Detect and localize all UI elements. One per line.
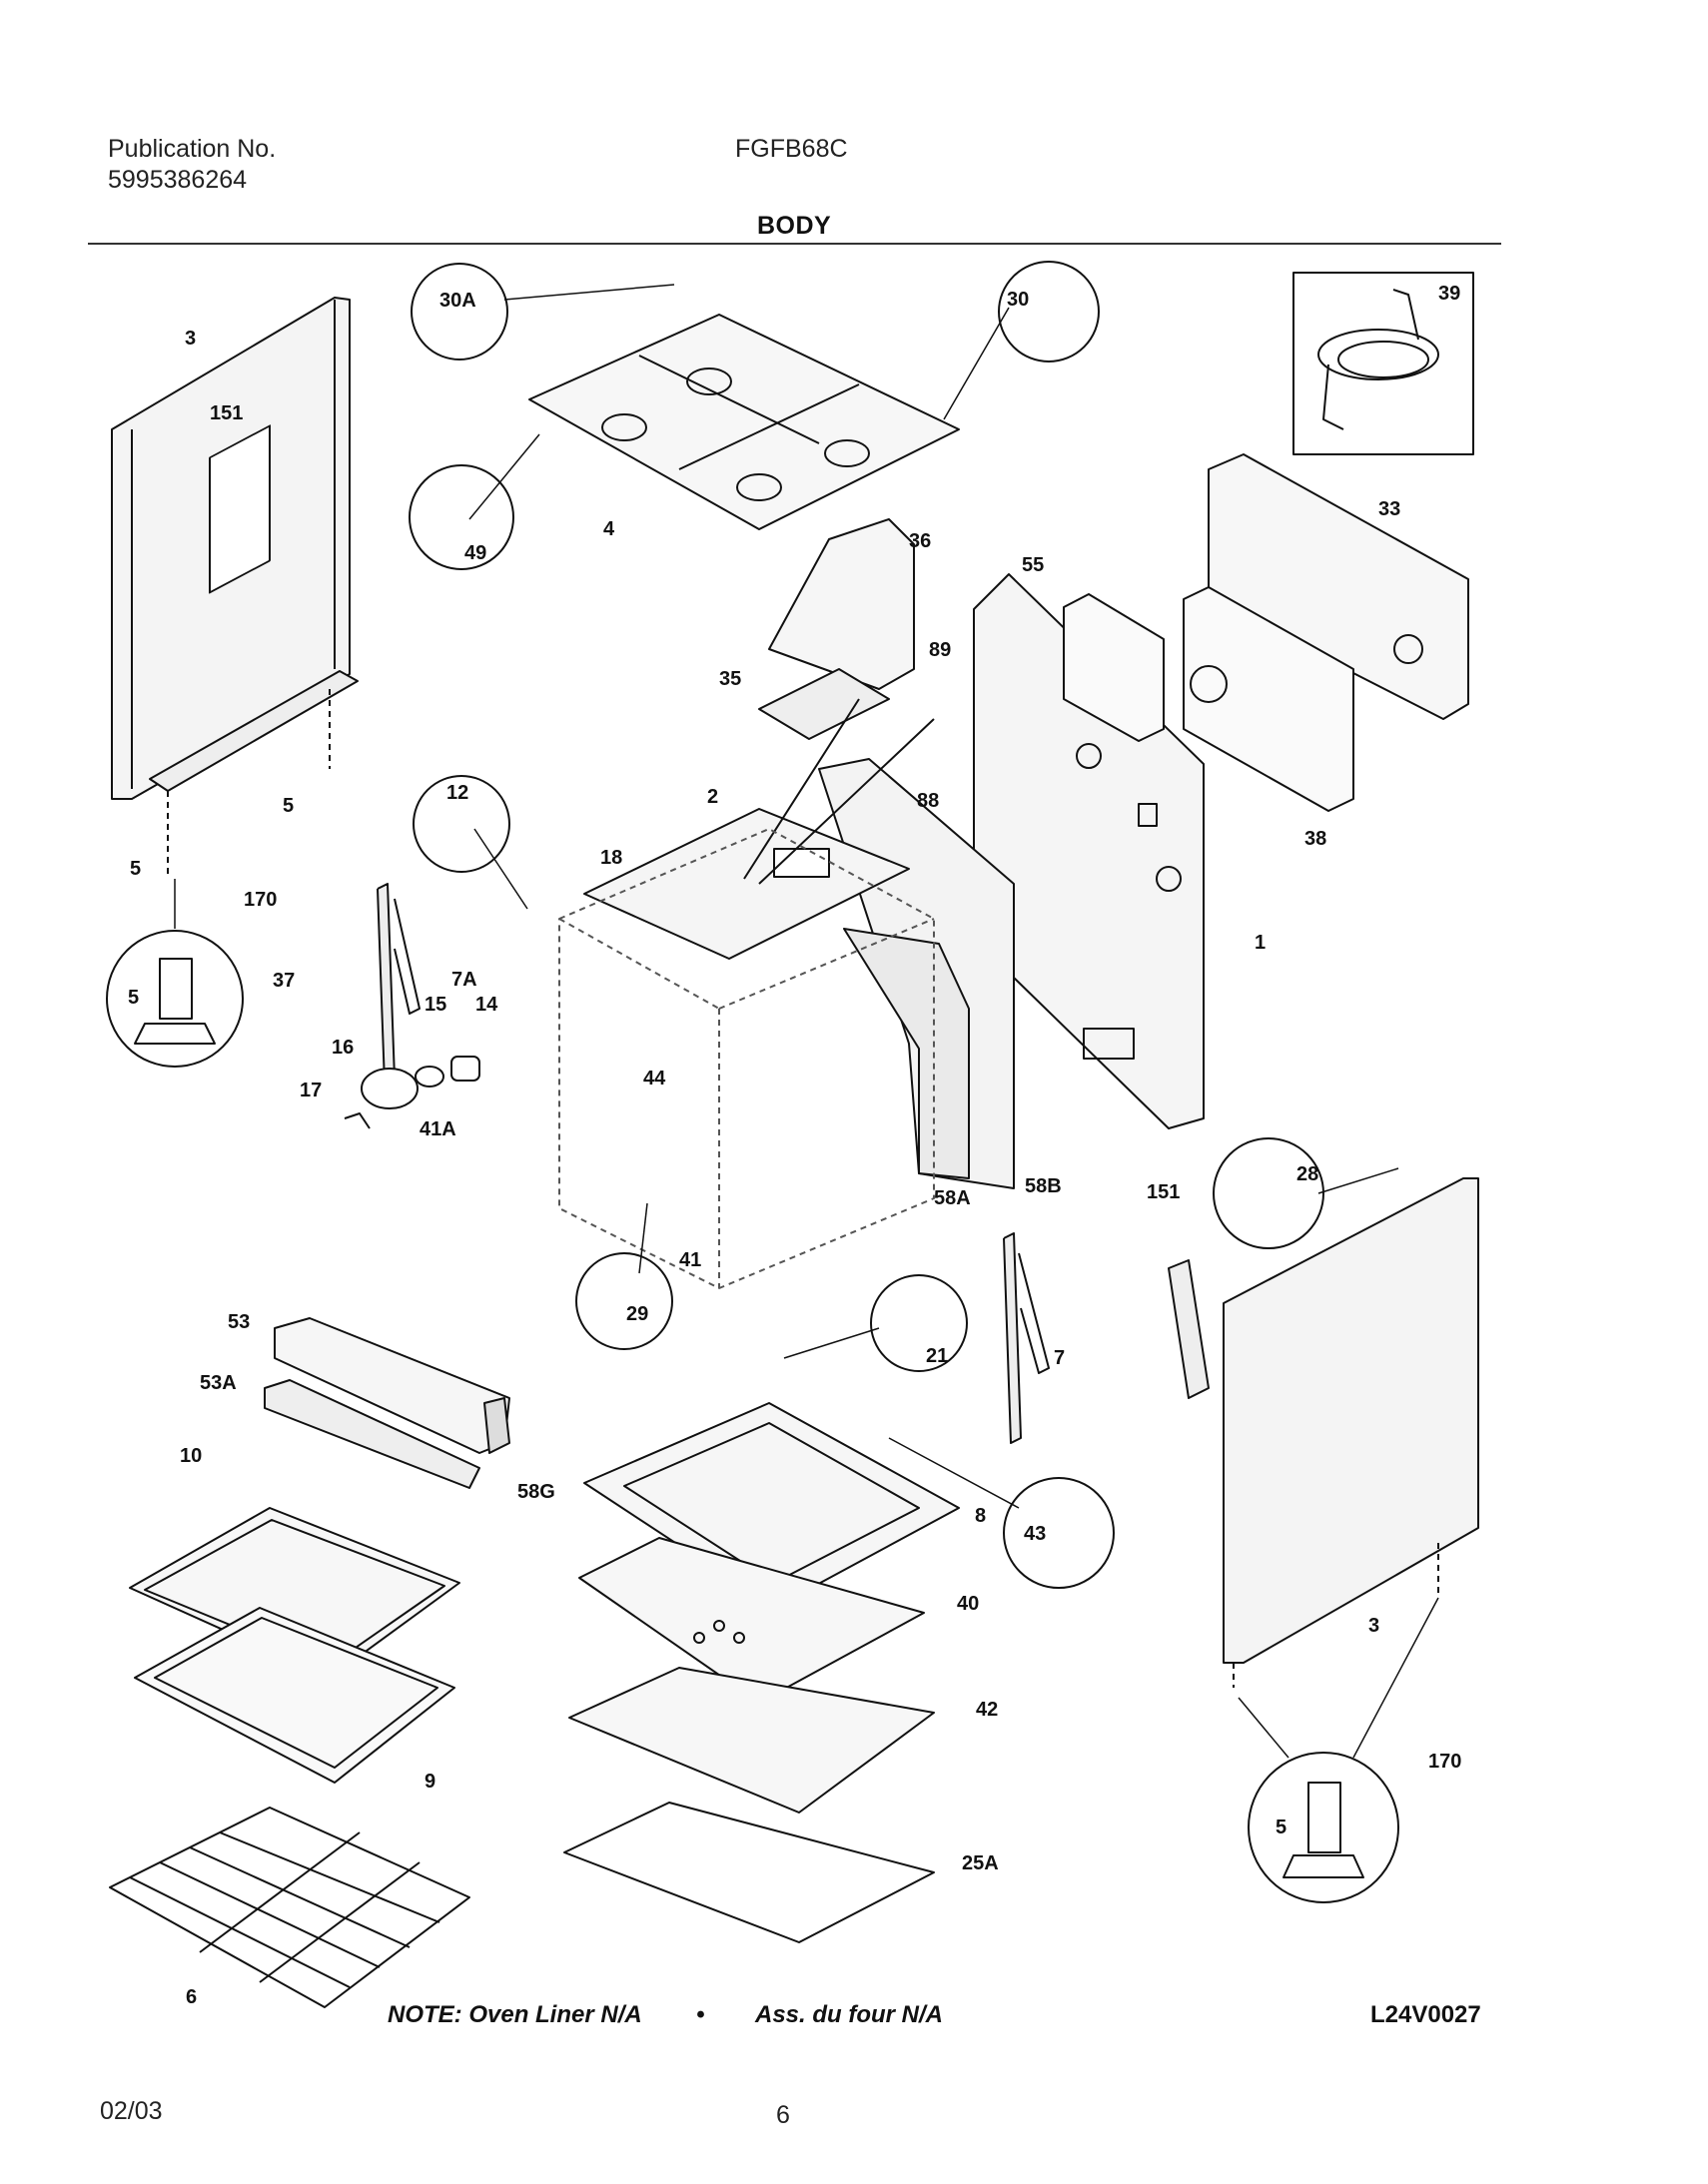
oven-cavity-outline bbox=[558, 828, 935, 1289]
publication-label: Publication No. bbox=[108, 135, 277, 163]
callout-5-b: 5 bbox=[130, 858, 141, 880]
page-number: 6 bbox=[776, 2101, 790, 2129]
burner-box bbox=[583, 698, 935, 960]
burner-baffle bbox=[578, 1537, 925, 1704]
callout-36: 36 bbox=[909, 530, 931, 552]
drawer-slide-frame bbox=[563, 1802, 935, 1943]
cooktop-support bbox=[528, 314, 960, 530]
leader-lines bbox=[174, 284, 1439, 1759]
callout-53: 53 bbox=[228, 1311, 250, 1333]
callout-41: 41 bbox=[679, 1249, 701, 1271]
callout-39: 39 bbox=[1438, 283, 1460, 305]
callout-49: 49 bbox=[464, 542, 486, 564]
oven-rack bbox=[109, 1807, 470, 2008]
callout-41A: 41A bbox=[420, 1118, 456, 1140]
vent-duct bbox=[758, 518, 915, 740]
callout-9: 9 bbox=[425, 1771, 435, 1793]
callout-35: 35 bbox=[719, 668, 741, 690]
drawing-code: L24V0027 bbox=[1370, 2001, 1481, 2028]
section-title: BODY bbox=[757, 212, 832, 240]
callout-88: 88 bbox=[917, 790, 939, 812]
note-french: Ass. du four N/A bbox=[755, 2001, 944, 2028]
callout-151-left: 151 bbox=[210, 402, 243, 424]
callout-4: 4 bbox=[603, 518, 615, 540]
callout-89: 89 bbox=[929, 639, 951, 661]
heat-shields bbox=[1063, 586, 1354, 812]
wire-harness-box bbox=[1292, 272, 1474, 455]
callout-17: 17 bbox=[300, 1080, 322, 1101]
broiler-pan bbox=[134, 1607, 455, 1784]
left-side-panel bbox=[111, 297, 359, 879]
callout-38: 38 bbox=[1304, 828, 1326, 850]
callout-30A: 30A bbox=[439, 290, 476, 312]
right-side-panel bbox=[1168, 1177, 1479, 1688]
callout-43: 43 bbox=[1024, 1523, 1046, 1545]
callout-16: 16 bbox=[332, 1037, 354, 1059]
callout-58B: 58B bbox=[1025, 1175, 1062, 1197]
header-rule bbox=[88, 243, 1501, 245]
callout-6: 6 bbox=[186, 1986, 197, 2008]
leveling-leg-circles bbox=[106, 930, 1399, 1903]
oven-light-parts bbox=[344, 1056, 480, 1129]
callout-29: 29 bbox=[626, 1303, 648, 1325]
callout-42: 42 bbox=[976, 1699, 998, 1721]
callout-7: 7 bbox=[1054, 1347, 1065, 1369]
callout-5-circle-right: 5 bbox=[1276, 1817, 1286, 1838]
callout-53A: 53A bbox=[200, 1372, 237, 1394]
broiler-drawer-trim bbox=[264, 1317, 510, 1489]
callout-58A: 58A bbox=[934, 1187, 971, 1209]
callout-5-circle-left: 5 bbox=[128, 987, 139, 1009]
callout-55: 55 bbox=[1022, 554, 1044, 576]
callout-7A: 7A bbox=[451, 969, 477, 991]
callout-40: 40 bbox=[957, 1593, 979, 1615]
callout-14: 14 bbox=[475, 994, 498, 1016]
callout-44: 44 bbox=[643, 1068, 666, 1090]
callout-170-left: 170 bbox=[244, 889, 277, 911]
callout-3-right: 3 bbox=[1368, 1615, 1379, 1637]
callout-170-right: 170 bbox=[1428, 1751, 1461, 1773]
callout-21: 21 bbox=[926, 1345, 948, 1367]
callout-37: 37 bbox=[273, 970, 295, 992]
callout-12: 12 bbox=[446, 782, 468, 804]
footer-date: 02/03 bbox=[100, 2097, 163, 2125]
broiler-support bbox=[568, 1667, 935, 1814]
note-english: NOTE: Oven Liner N/A bbox=[388, 2001, 642, 2028]
callout-8: 8 bbox=[975, 1505, 986, 1527]
model-number: FGFB68C bbox=[735, 135, 848, 163]
publication-number: 5995386264 bbox=[108, 166, 248, 194]
detail-circles bbox=[409, 261, 1324, 1589]
callout-28: 28 bbox=[1296, 1163, 1318, 1185]
callout-151-right: 151 bbox=[1147, 1181, 1180, 1203]
callout-5-a: 5 bbox=[283, 795, 294, 817]
callout-58G: 58G bbox=[517, 1481, 555, 1503]
callout-15: 15 bbox=[425, 994, 446, 1016]
callout-30: 30 bbox=[1007, 289, 1029, 311]
callout-25A: 25A bbox=[962, 1852, 999, 1874]
callout-3-left: 3 bbox=[185, 328, 196, 350]
note-bullet: • bbox=[696, 2001, 705, 2028]
callout-18: 18 bbox=[600, 847, 622, 869]
callout-1: 1 bbox=[1255, 932, 1266, 954]
callout-10: 10 bbox=[180, 1445, 202, 1467]
callout-2: 2 bbox=[707, 786, 718, 808]
callout-33: 33 bbox=[1378, 498, 1400, 520]
